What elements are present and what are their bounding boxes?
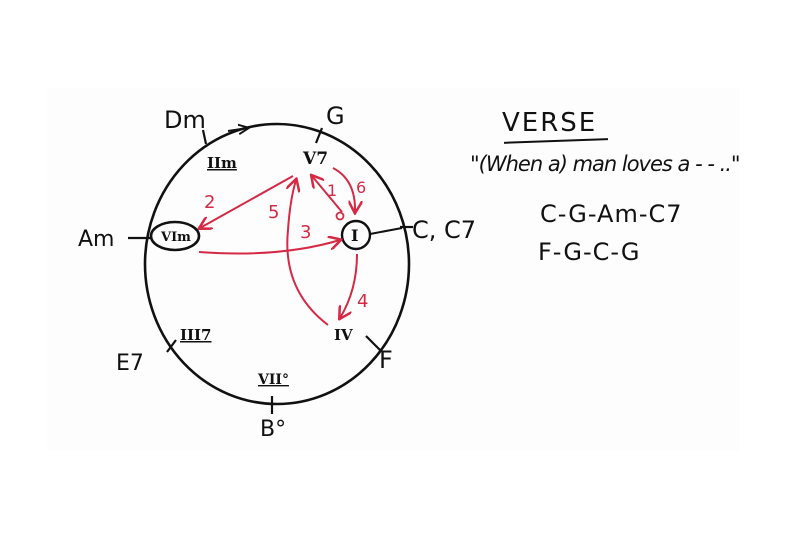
chord-c-c7: C, C7 [412,216,476,244]
arrow-6 [332,167,355,212]
progression-arrows [198,167,358,326]
arrow-label-3: 3 [300,222,311,243]
numeral-iv: IV [334,326,353,344]
chord-circle [143,122,411,406]
tick-marks [128,127,413,414]
i-circle [340,219,372,251]
chord-g: G [326,102,345,130]
numeral-vii-dim: VII° [257,372,289,388]
chord-b-dim: B° [260,417,286,442]
arrow-4 [340,253,358,318]
i-connector [369,227,403,235]
arrow-label-6: 6 [356,178,366,197]
numeral-vim: VIm [160,230,191,245]
arrow-label-5: 5 [268,202,279,223]
chord-e7: E7 [116,351,144,376]
arrow-1 [312,176,343,213]
arrow-label-4: 4 [357,291,368,312]
arrow-label-2: 2 [204,192,215,213]
vim-circle [149,220,201,252]
drawing-panel [47,88,740,450]
progression-line-1: C-G-Am-C7 [540,200,683,228]
chord-f: F [379,346,393,374]
circle-direction-arrow-icon [227,128,248,131]
chord-am: Am [78,227,114,252]
numeral-i: I [351,226,358,245]
arrow-2 [200,175,294,228]
arrow-label-1: 1 [327,181,337,200]
numeral-v7: V7 [302,149,328,169]
arrow-5 [287,180,329,326]
arrow-3 [198,240,340,255]
numeral-iim: IIm [207,154,237,172]
verse-title: VERSE [502,108,598,138]
numeral-iii7: III7 [180,326,212,344]
progression-line-2: F-G-C-G [538,238,641,266]
chord-dm: Dm [164,106,206,134]
verse-lyric: "(When a) man loves a - - .." [470,152,741,176]
